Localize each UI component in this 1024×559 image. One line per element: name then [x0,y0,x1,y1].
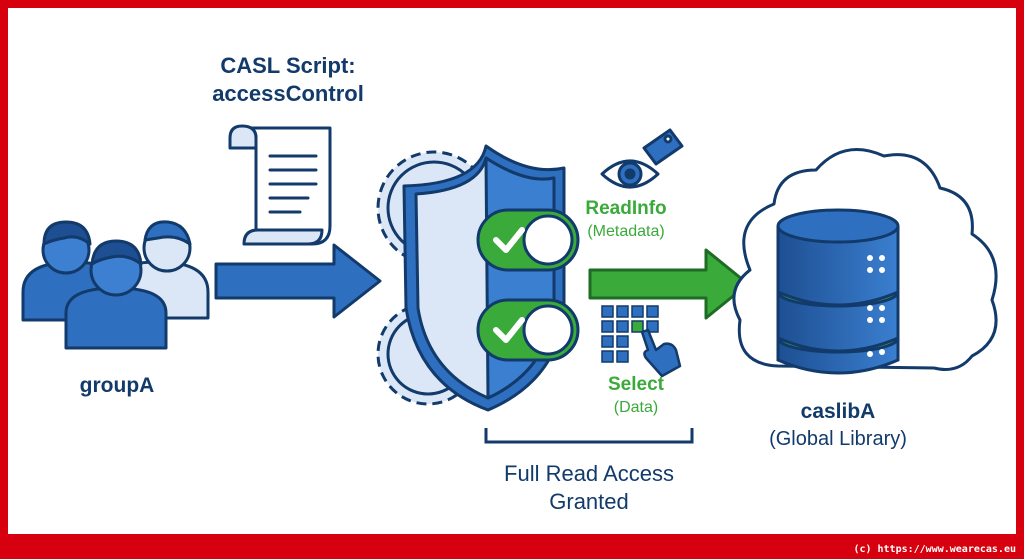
eye-tag-icon [600,128,684,189]
arrow-to-shield [214,243,382,319]
select-sub: (Data) [613,399,659,416]
readinfo-caption: ReadInfo (Metadata) [566,198,686,241]
granted-line1: Full Read Access [504,461,674,486]
readinfo-sub: (Metadata) [587,223,665,240]
caslib-caption: caslibA (Global Library) [748,400,928,451]
script-title: CASL Script: accessControl [198,52,378,108]
access-bracket [484,428,694,444]
keypad-hand-icon [601,305,682,378]
caslib-sub: (Global Library) [769,428,907,450]
readinfo-toggle [476,208,580,272]
group-label: groupA [79,374,155,397]
caslib-label: caslibA [800,400,876,423]
readinfo-label: ReadInfo [585,198,667,219]
arrow-to-caslib [588,248,750,320]
diagram-canvas: CASL Script: accessControl groupA ReadIn… [8,8,1016,534]
script-scroll-icon [228,124,332,246]
database-icon [776,208,900,375]
footer-credit: (c) https://www.wearecas.eu [853,544,1016,555]
select-label: Select [608,374,664,395]
granted-caption: Full Read Access Granted [464,460,714,516]
script-title-line1: CASL Script: [220,53,356,78]
script-title-line2: accessControl [212,81,364,106]
diagram-svg [21,124,998,444]
users-icon [21,220,210,350]
select-caption: Select (Data) [586,374,686,417]
granted-line2: Granted [549,489,629,514]
select-toggle [476,298,580,362]
